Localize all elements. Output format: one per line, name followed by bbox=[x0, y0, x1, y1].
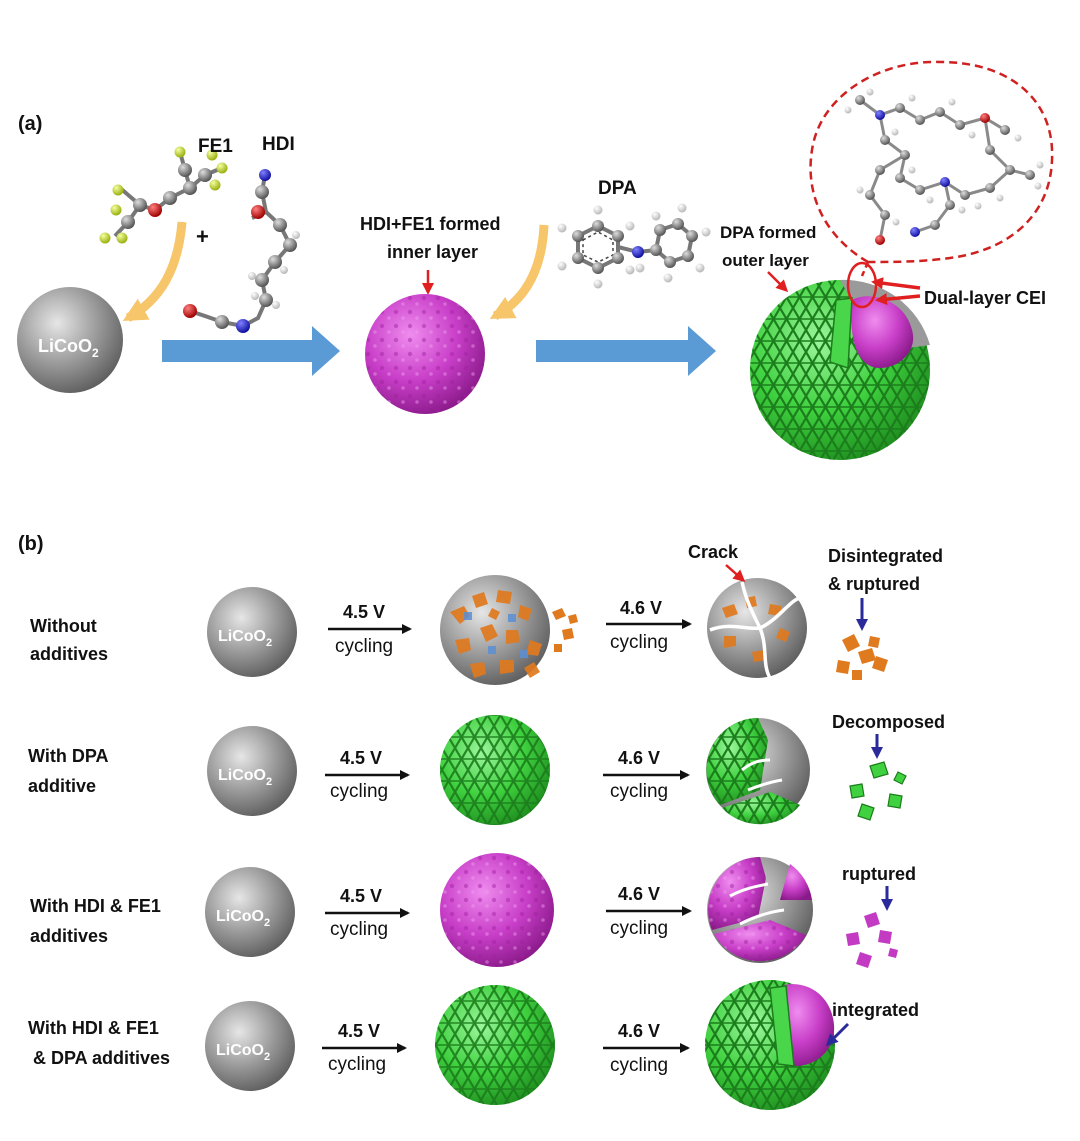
row4-step2-label: cycling bbox=[610, 1055, 668, 1076]
row3-step2-label: cycling bbox=[610, 918, 668, 939]
row3-condition-line1: With HDI & FE1 bbox=[30, 896, 161, 916]
row2-step2-label: cycling bbox=[610, 781, 668, 802]
row3-step1-voltage: 4.5 V bbox=[340, 886, 382, 906]
licoo2-particle-a: LiCoO2 bbox=[17, 287, 123, 393]
row4-condition-line2: & DPA additives bbox=[33, 1048, 170, 1068]
outer-layer-label-line1: DPA formed bbox=[720, 223, 816, 242]
row1-note-ruptured: & ruptured bbox=[828, 574, 920, 594]
licoo2-particle-row1: LiCoO2 bbox=[207, 587, 297, 677]
row2-cycled-particle bbox=[440, 715, 550, 825]
licoo2-particle-row3: LiCoO2 bbox=[205, 867, 295, 957]
svg-text:LiCoO2: LiCoO2 bbox=[216, 1042, 270, 1063]
fe1-molecule bbox=[99, 146, 228, 244]
row4-step1-voltage: 4.5 V bbox=[338, 1021, 380, 1041]
row1-condition-line1: Without bbox=[30, 616, 97, 636]
row2-condition-line2: additive bbox=[28, 776, 96, 796]
svg-text:LiCoO2: LiCoO2 bbox=[38, 336, 99, 360]
dual-layer-particle bbox=[750, 279, 930, 460]
row2-note-decomposed: Decomposed bbox=[832, 712, 945, 732]
row1-condition-line2: additives bbox=[30, 644, 108, 664]
row1-step2-voltage: 4.6 V bbox=[620, 598, 662, 618]
dpa-molecule bbox=[557, 203, 711, 289]
row4-cycled-particle bbox=[435, 985, 555, 1105]
inner-layer-label-line2: inner layer bbox=[387, 242, 478, 262]
panel-b-label: (b) bbox=[18, 533, 44, 555]
hdi-label: HDI bbox=[262, 134, 295, 155]
row1-debris bbox=[836, 634, 888, 680]
inner-layer-label-line1: HDI+FE1 formed bbox=[360, 214, 501, 234]
row2-condition-line1: With DPA bbox=[28, 746, 109, 766]
licoo2-particle-row4: LiCoO2 bbox=[205, 1001, 295, 1091]
licoo2-particle-row2: LiCoO2 bbox=[207, 726, 297, 816]
row1-step1-voltage: 4.5 V bbox=[343, 602, 385, 622]
row3-step2-voltage: 4.6 V bbox=[618, 884, 660, 904]
svg-text:LiCoO2: LiCoO2 bbox=[218, 628, 272, 649]
row1-step1-label: cycling bbox=[335, 636, 393, 657]
reaction-arrow-2 bbox=[489, 224, 549, 320]
outer-layer-pointer bbox=[767, 271, 789, 293]
row4-integrated-particle bbox=[705, 980, 835, 1110]
molecular-zoom-callout bbox=[809, 60, 1054, 264]
outer-layer-label-line2: outer layer bbox=[722, 251, 809, 270]
row1-cracked-particle bbox=[707, 578, 807, 679]
svg-text:LiCoO2: LiCoO2 bbox=[218, 767, 272, 788]
svg-text:LiCoO2: LiCoO2 bbox=[216, 908, 270, 929]
dual-layer-pointer-1 bbox=[871, 277, 921, 290]
dual-layer-pointer-2 bbox=[875, 293, 921, 306]
row3-cycled-particle bbox=[440, 853, 554, 967]
process-arrow-2 bbox=[536, 326, 716, 376]
panel-a-label: (a) bbox=[18, 113, 42, 135]
row2-step1-voltage: 4.5 V bbox=[340, 748, 382, 768]
row4-pointer bbox=[825, 1022, 850, 1047]
row3-step1-label: cycling bbox=[330, 919, 388, 940]
reaction-arrow-1 bbox=[122, 221, 187, 322]
row3-debris bbox=[846, 912, 898, 968]
crack-pointer bbox=[725, 564, 746, 582]
fe1-label: FE1 bbox=[198, 136, 233, 157]
row4-note-integrated: integrated bbox=[832, 1000, 919, 1020]
row2-decomposed-particle bbox=[706, 718, 810, 825]
row3-condition-line2: additives bbox=[30, 926, 108, 946]
row3-note-ruptured: ruptured bbox=[842, 864, 916, 884]
row1-note-crack: Crack bbox=[688, 542, 739, 562]
hdi-molecule bbox=[183, 169, 300, 333]
row2-debris bbox=[849, 761, 907, 821]
process-arrow-1 bbox=[162, 326, 340, 376]
row2-step2-voltage: 4.6 V bbox=[618, 748, 660, 768]
row2-step1-label: cycling bbox=[330, 781, 388, 802]
row4-condition-line1: With HDI & FE1 bbox=[28, 1018, 159, 1038]
row1-step2-label: cycling bbox=[610, 632, 668, 653]
row1-note-disintegrated: Disintegrated bbox=[828, 546, 943, 566]
row3-ruptured-particle bbox=[707, 857, 813, 963]
dpa-label: DPA bbox=[598, 178, 637, 199]
row4-step1-label: cycling bbox=[328, 1054, 386, 1075]
dual-layer-label: Dual-layer CEI bbox=[924, 288, 1046, 308]
inner-layer-particle-a bbox=[365, 294, 485, 414]
row4-step2-voltage: 4.6 V bbox=[618, 1021, 660, 1041]
row1-cycled-particle bbox=[440, 575, 578, 685]
plus-sign: + bbox=[196, 224, 209, 249]
